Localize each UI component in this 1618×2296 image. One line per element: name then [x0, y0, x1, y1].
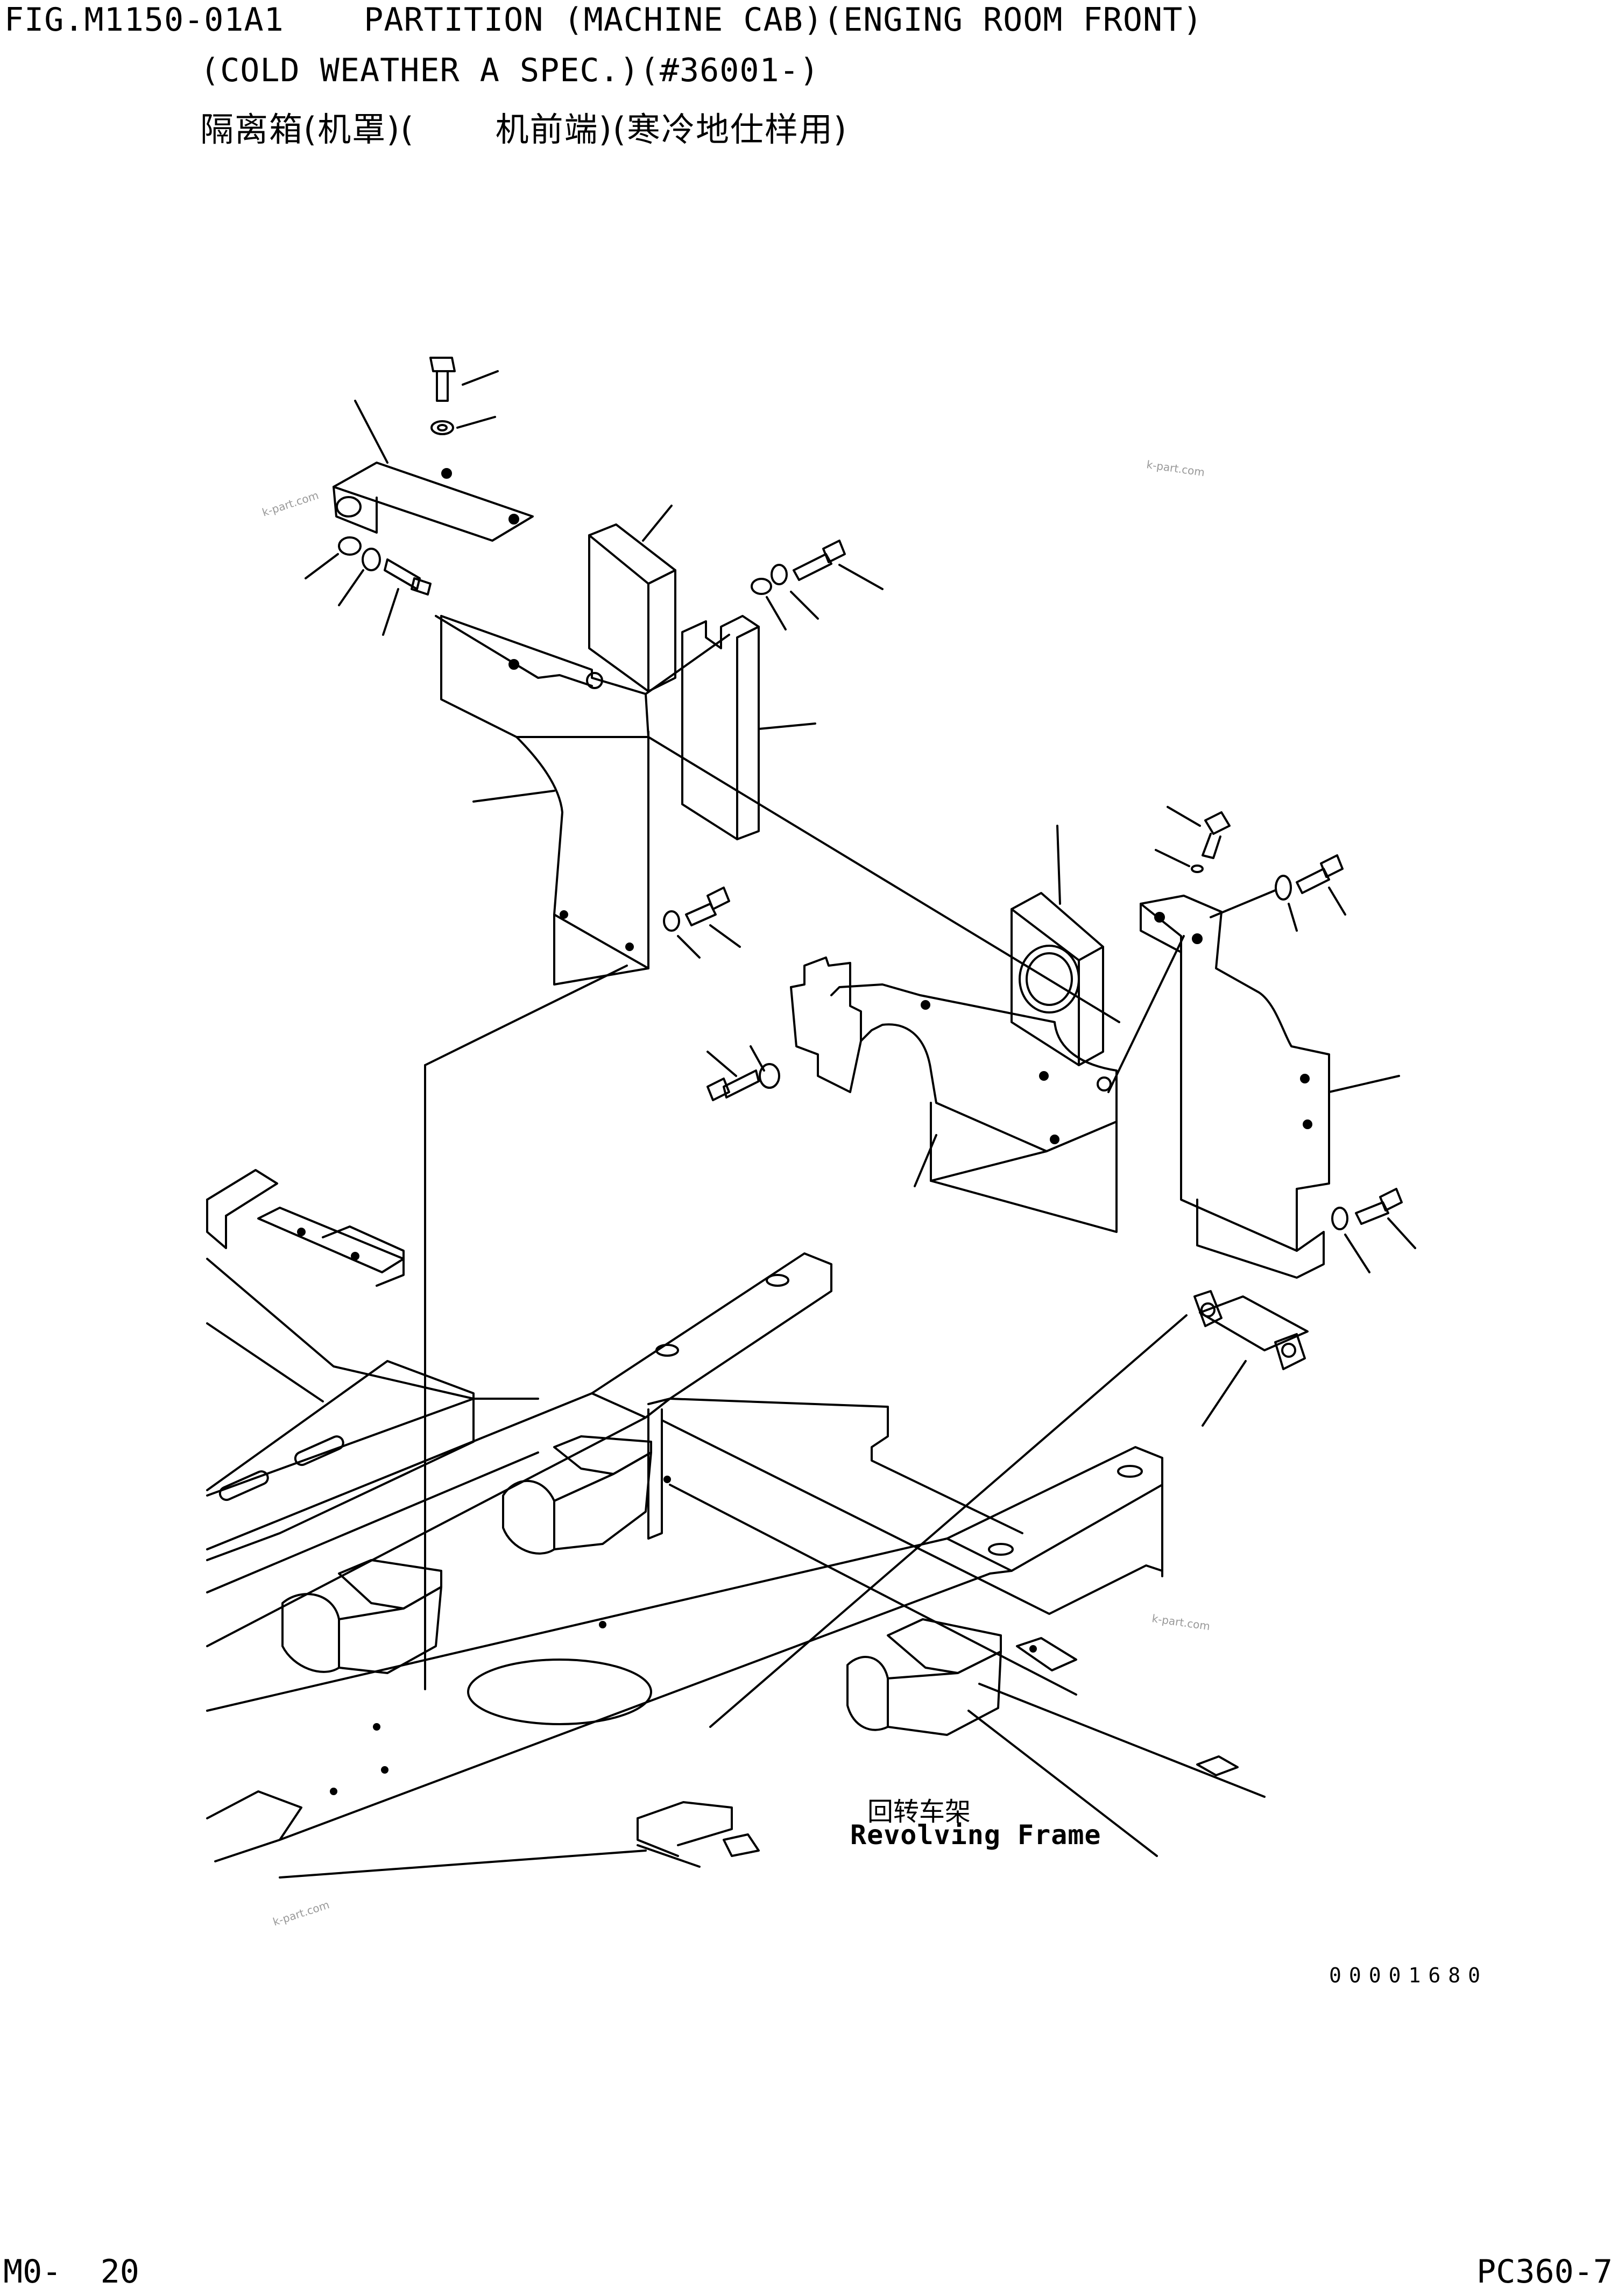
partition-plate-right [1107, 889, 1400, 1279]
page-number: M0- 20 [3, 2253, 139, 2291]
clip-bracket [1193, 1290, 1309, 1427]
figure-title-chinese: 隔离箱(机罩)( 机前端)(寒冷地仕样用) [200, 102, 847, 151]
revolving-frame-label: Revolving Frame [850, 1819, 1101, 1851]
partition-plate-left [435, 615, 730, 986]
bolt-middle [663, 887, 741, 959]
assembly-line [647, 736, 1120, 1023]
bolt-left [305, 536, 432, 636]
watermark: k-part.com [260, 488, 320, 519]
figure-title-chinese-part2: 机前端)(寒冷地仕样用) [495, 110, 848, 149]
channel-piece [681, 615, 816, 840]
insulation-pad [588, 505, 676, 692]
bolt-center-left [706, 1045, 780, 1101]
assembly-line [709, 1314, 1188, 1728]
bolt-right-bottom [1331, 1188, 1416, 1273]
revolving-frame [206, 1169, 1266, 1879]
center-bracket [790, 956, 1118, 1233]
header: FIG.M1150-01A1 PARTITION (MACHINE CAB)(E… [0, 0, 1618, 161]
bushing-block [1011, 825, 1104, 1066]
model-number: PC360-7 [1476, 2253, 1613, 2291]
figure-spec: (COLD WEATHER A SPEC.)(#36001-) [200, 52, 819, 89]
leader-lines-top [354, 370, 499, 464]
watermark: k-part.com [1151, 1612, 1211, 1633]
watermark: k-part.com [1146, 458, 1205, 479]
figure-title-chinese-part1: 隔离箱(机罩)( [200, 110, 415, 149]
watermark: k-part.com [271, 1898, 331, 1928]
drawing-number: 00001680 [1329, 1964, 1488, 1987]
bolt-right-upper [751, 540, 884, 630]
figure-title: FIG.M1150-01A1 PARTITION (MACHINE CAB)(E… [4, 1, 1203, 39]
revolving-frame-label-chinese: 回转车架 [867, 1797, 971, 1827]
bolt-top [429, 357, 456, 435]
bolt-right-top [1155, 806, 1346, 932]
upper-bracket [333, 462, 534, 542]
assembly-line [424, 965, 628, 1066]
